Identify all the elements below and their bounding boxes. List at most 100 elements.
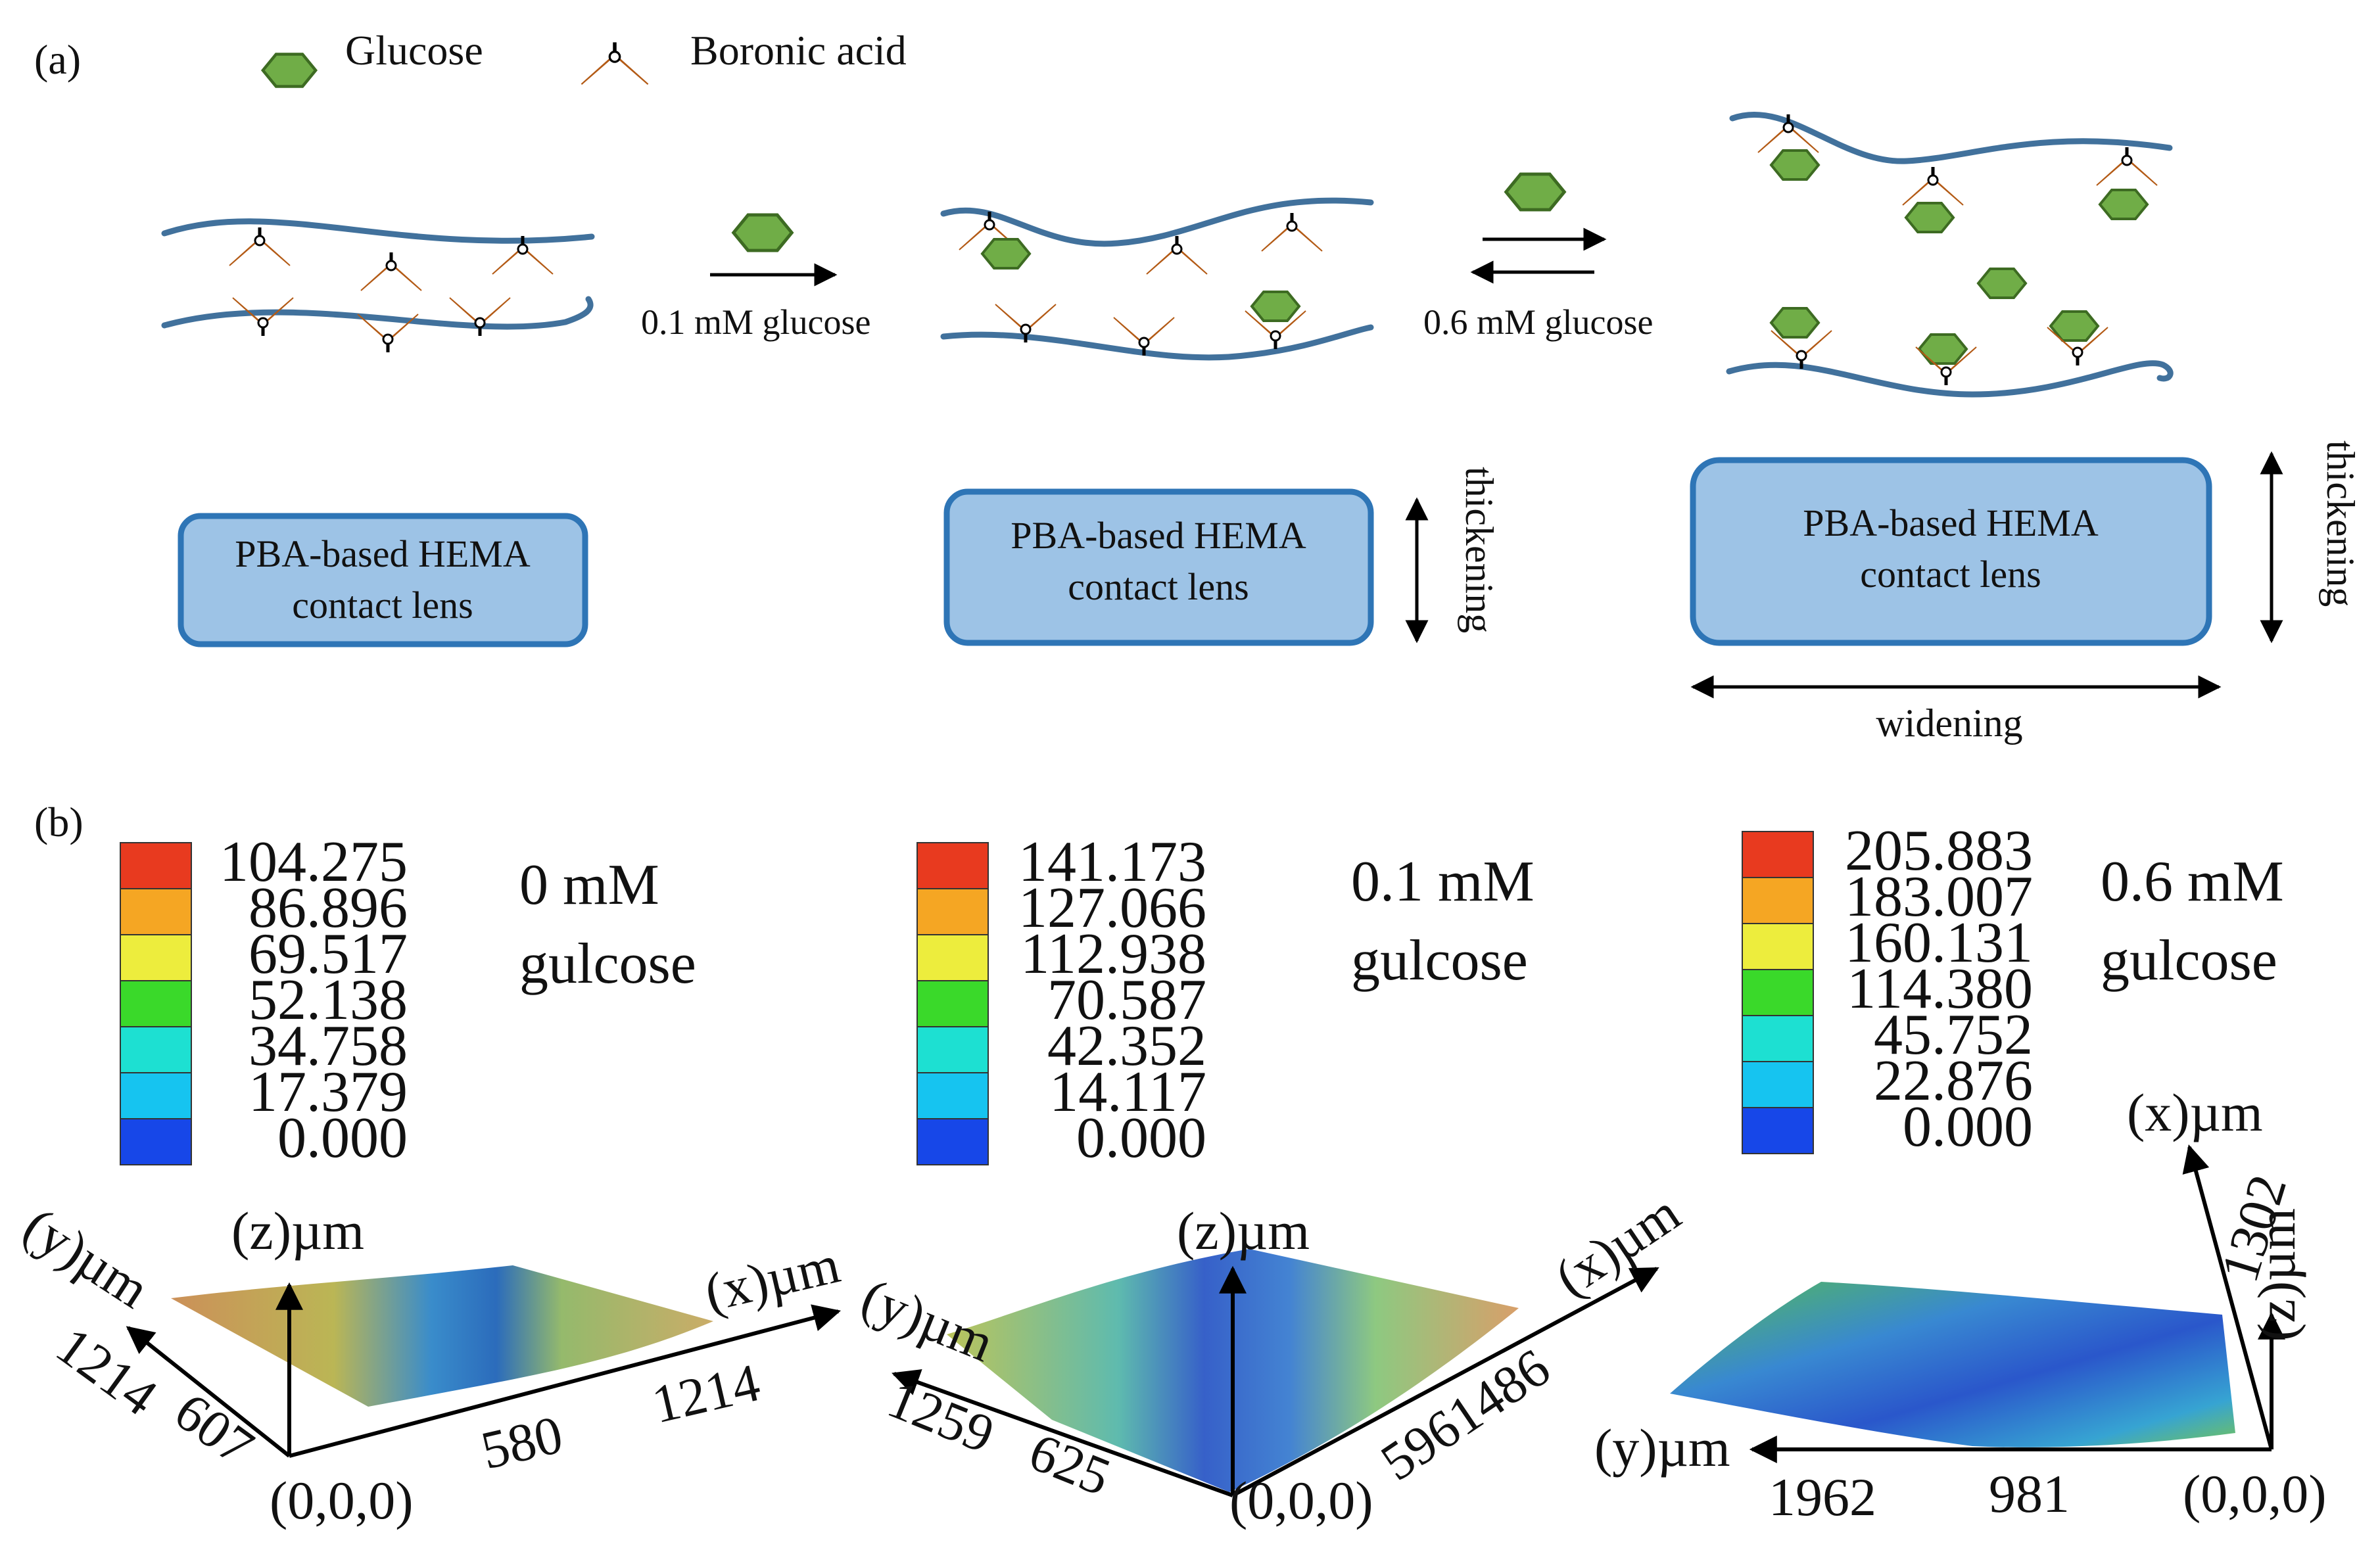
scale-swatch xyxy=(120,888,192,935)
scale-label: 141.173 xyxy=(1018,830,1206,894)
scale-swatch xyxy=(916,842,989,889)
conc-label-0-1mm-line2: gulcose xyxy=(1351,929,1528,993)
scale-swatch xyxy=(916,980,989,1027)
lens-box-0-6mm: PBA-based HEMA contact lens thickening w… xyxy=(1690,440,2362,745)
lens-label-line1: PBA-based HEMA xyxy=(1803,502,2099,544)
conc-label-0-1mm-line1: 0.1 mM xyxy=(1351,850,1535,914)
scale-swatch xyxy=(916,934,989,981)
origin-label: (0,0,0) xyxy=(270,1470,414,1530)
scale-label: 22.876 xyxy=(1874,1049,2033,1113)
scale-label: 69.517 xyxy=(249,922,408,986)
z-axis-label: (z)µm xyxy=(1177,1201,1310,1261)
scale-label: 52.138 xyxy=(249,968,408,1032)
y-axis-label: (y)µm xyxy=(13,1196,160,1320)
arrow1-label: 0.1 mM glucose xyxy=(641,302,870,342)
color-scale-0mm: 104.27586.89669.51752.13834.75817.3790.0… xyxy=(120,830,408,1170)
lens-label-line2: contact lens xyxy=(1860,553,2041,596)
lens-label-line1: PBA-based HEMA xyxy=(1011,514,1306,557)
scale-label: 112.938 xyxy=(1020,922,1206,986)
scale-label: 0.000 xyxy=(1076,1106,1206,1170)
surface-plot-0mm: (z)µm (y)µm (x)µm 1214 607 580 1214 (0,0… xyxy=(13,1196,845,1530)
scale-label: 17.379 xyxy=(249,1060,408,1124)
legend-boronic-acid-label: Boronic acid xyxy=(690,27,907,74)
arrow2-label: 0.6 mM glucose xyxy=(1423,302,1653,342)
glucose-icon xyxy=(263,54,316,86)
surface-plot-0-6mm: (x)µm (z)µm (y)µm 1302 1962 981 (0,0,0) xyxy=(1594,1083,2327,1527)
scale-swatch xyxy=(916,1118,989,1165)
polymer-network-0-6mm xyxy=(1726,111,2174,398)
scale-label: 42.352 xyxy=(1047,1014,1206,1078)
polymer-network-0-1mm xyxy=(940,197,1374,361)
y-tick: 607 xyxy=(164,1381,264,1477)
conc-label-0mm-line2: gulcose xyxy=(519,932,696,996)
x-axis-label: (x)µm xyxy=(2127,1083,2263,1142)
scale-label: 104.275 xyxy=(220,830,408,894)
z-axis-label: (z)µm xyxy=(231,1201,364,1261)
panel-a: (a) Glucose Boronic acid 0.1 mM glucose xyxy=(34,27,2362,745)
panel-b-label: (b) xyxy=(34,799,83,845)
polymer-network-initial xyxy=(161,218,595,352)
scale-swatch xyxy=(1742,923,1814,970)
thickening-label: thickening xyxy=(1458,467,1501,633)
x-axis-label: (x)µm xyxy=(700,1234,845,1323)
y-tick: 1214 xyxy=(45,1315,168,1427)
scale-swatch xyxy=(1742,1015,1814,1062)
scale-swatch xyxy=(120,842,192,889)
y-axis-label: (y)µm xyxy=(1594,1418,1730,1478)
scale-swatch xyxy=(120,980,192,1027)
scale-label: 205.883 xyxy=(1845,819,2033,883)
scale-label: 14.117 xyxy=(1049,1060,1206,1124)
scale-label: 114.380 xyxy=(1847,957,2033,1021)
conc-label-0-6mm-line2: gulcose xyxy=(2101,929,2277,993)
legend-glucose-label: Glucose xyxy=(345,27,483,74)
x-tick: 580 xyxy=(476,1404,568,1480)
boronic-acid-icon xyxy=(581,42,648,84)
arrow-0-1mm: 0.1 mM glucose xyxy=(641,215,870,342)
x-tick: 1214 xyxy=(647,1352,765,1435)
scale-swatch xyxy=(1742,1107,1814,1154)
scale-swatch xyxy=(120,1072,192,1119)
origin-label: (0,0,0) xyxy=(2183,1464,2327,1524)
scale-swatch xyxy=(120,1118,192,1165)
y-tick: 1962 xyxy=(1769,1467,1876,1527)
color-scale-0-1mm: 141.173127.066112.93870.58742.35214.1170… xyxy=(916,830,1206,1170)
scale-label: 127.066 xyxy=(1018,876,1206,940)
y-axis-label: (y)µm xyxy=(853,1267,1002,1373)
lens-box-initial: PBA-based HEMA contact lens xyxy=(178,513,588,647)
scale-swatch xyxy=(1742,877,1814,924)
lens-box-0-1mm: PBA-based HEMA contact lens thickening xyxy=(943,467,1501,646)
scale-swatch xyxy=(120,934,192,981)
surface-topography xyxy=(171,1265,713,1407)
y-tick: 1259 xyxy=(880,1369,1002,1465)
scale-swatch xyxy=(1742,831,1814,878)
lens-label-line1: PBA-based HEMA xyxy=(235,532,531,575)
origin-label: (0,0,0) xyxy=(1229,1470,1373,1530)
thickening-label: thickening xyxy=(2319,440,2362,607)
scale-swatch xyxy=(120,1026,192,1073)
color-scale-0-6mm: 205.883183.007160.131114.38045.75222.876… xyxy=(1742,819,2033,1159)
y-tick: 981 xyxy=(1989,1464,2070,1524)
legend: Glucose Boronic acid xyxy=(263,27,907,87)
scale-label: 0.000 xyxy=(277,1106,408,1170)
lens-label-line2: contact lens xyxy=(1068,565,1249,608)
surface-topography xyxy=(1670,1282,2235,1447)
scale-swatch xyxy=(916,1026,989,1073)
lens-label-line2: contact lens xyxy=(292,584,473,626)
scale-swatch xyxy=(916,1072,989,1119)
panel-a-label: (a) xyxy=(34,36,81,83)
scale-swatch xyxy=(1742,969,1814,1016)
scale-label: 34.758 xyxy=(249,1014,408,1078)
surface-plot-0-1mm: (z)µm (y)µm (x)µm 1259 625 5961486 (0,0,… xyxy=(853,1183,1690,1530)
conc-label-0-6mm-line1: 0.6 mM xyxy=(2101,850,2284,914)
widening-label: widening xyxy=(1876,701,2022,745)
scale-label: 0.000 xyxy=(1903,1095,2033,1159)
scale-label: 86.896 xyxy=(249,876,408,940)
scale-label: 70.587 xyxy=(1047,968,1206,1032)
scale-swatch xyxy=(1742,1061,1814,1108)
glucose-icon xyxy=(1506,174,1565,210)
glucose-icon xyxy=(734,215,792,250)
scale-swatch xyxy=(916,888,989,935)
conc-label-0mm-line1: 0 mM xyxy=(519,853,659,917)
z-axis-label: (z)µm xyxy=(2247,1208,2306,1341)
